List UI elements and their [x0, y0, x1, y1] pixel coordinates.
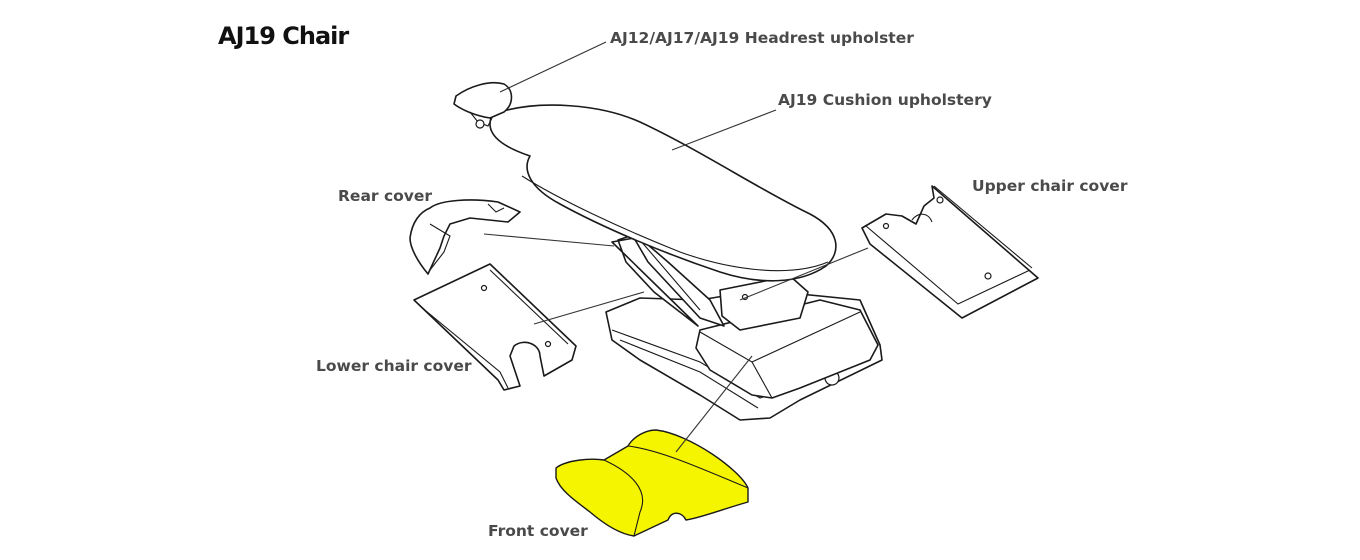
front-cover-part[interactable] — [555, 429, 749, 537]
leader-headrest — [499, 41, 607, 93]
label-cushion: AJ19 Cushion upholstery — [778, 91, 992, 109]
label-front-cover: Front cover — [488, 522, 588, 540]
leader-front-cover — [675, 355, 753, 453]
rear-cover-part — [409, 199, 521, 275]
label-lower-chair-cover: Lower chair cover — [316, 357, 472, 375]
leader-lines — [483, 41, 869, 453]
leader-cushion — [671, 109, 777, 151]
headrest-upholster — [453, 81, 513, 129]
cushion-upholstery — [489, 104, 837, 282]
upper-chair-cover-part — [861, 185, 1039, 319]
leader-lower-cover — [533, 291, 645, 325]
lower-chair-cover-part — [413, 263, 577, 391]
label-headrest: AJ12/AJ17/AJ19 Headrest upholster — [610, 29, 914, 47]
chair-column — [611, 235, 725, 327]
label-upper-chair-cover: Upper chair cover — [972, 177, 1128, 195]
diagram-title: AJ19 Chair — [218, 22, 349, 50]
label-rear-cover: Rear cover — [338, 187, 433, 205]
leader-upper-cover — [739, 247, 869, 301]
leader-rear-cover — [483, 233, 615, 247]
